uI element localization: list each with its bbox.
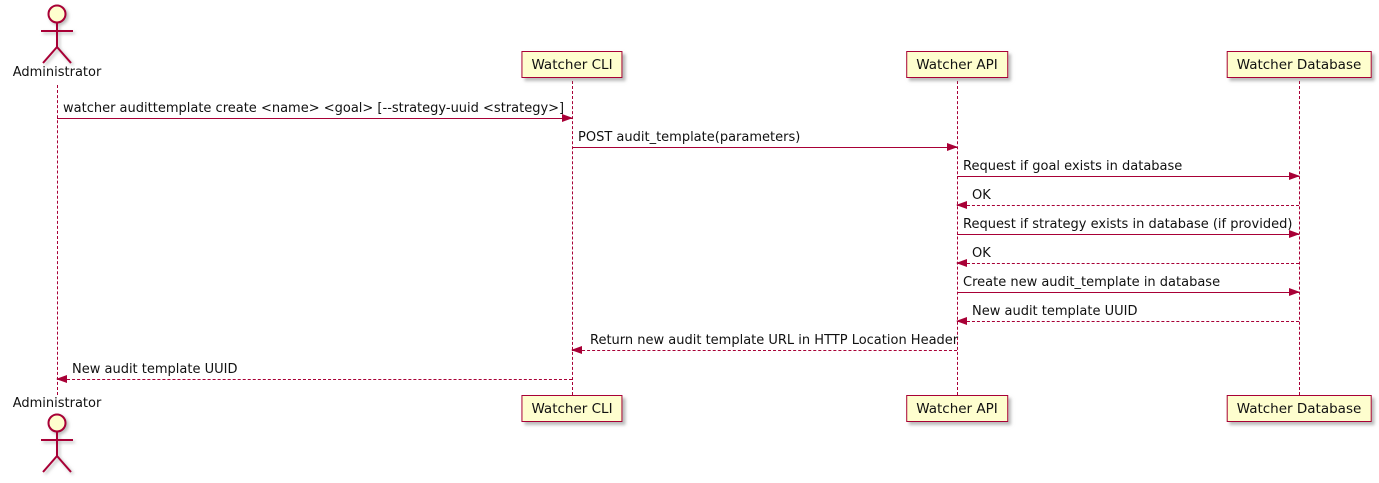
message-arrow: [956, 316, 1299, 325]
message-arrow: [56, 374, 572, 383]
message-ok-strategy: OK: [956, 246, 1299, 267]
lifeline-watcher-api: [957, 81, 958, 395]
message-arrow: [57, 113, 573, 122]
message-label: POST audit_template(parameters): [578, 130, 801, 145]
message-label: Return new audit template URL in HTTP Lo…: [590, 333, 959, 348]
participant-watcher-cli-bottom: Watcher CLI: [521, 395, 623, 422]
arrowhead-right-icon: [1289, 229, 1300, 238]
message-arrow: [957, 229, 1300, 238]
message-arrow: [956, 258, 1299, 267]
message-ok-goal: OK: [956, 188, 1299, 209]
participant-watcher-cli-top: Watcher CLI: [521, 51, 623, 78]
message-new-uuid-db: New audit template UUID: [956, 304, 1299, 325]
arrowhead-left-icon: [956, 200, 967, 209]
message-label: New audit template UUID: [72, 362, 238, 377]
actor-icon: [41, 413, 73, 473]
arrowhead-right-icon: [562, 113, 573, 122]
arrowhead-left-icon: [56, 374, 67, 383]
message-label: OK: [972, 246, 991, 261]
message-create-audittemplate: watcher audittemplate create <name> <goa…: [57, 101, 573, 122]
arrowhead-right-icon: [1289, 171, 1300, 180]
arrowhead-left-icon: [571, 345, 582, 354]
participant-watcher-database-top: Watcher Database: [1226, 51, 1372, 78]
message-new-uuid-admin: New audit template UUID: [56, 362, 572, 383]
message-label: Create new audit_template in database: [963, 275, 1221, 290]
arrowhead-right-icon: [947, 142, 958, 151]
message-arrow: [957, 171, 1300, 180]
message-label: New audit template UUID: [972, 304, 1138, 319]
message-request-goal-exists: Request if goal exists in database: [957, 159, 1300, 180]
participant-watcher-api-top: Watcher API: [906, 51, 1008, 78]
actor-label: Administrator: [12, 396, 102, 411]
participant-watcher-api-bottom: Watcher API: [906, 395, 1008, 422]
message-arrow: [572, 142, 958, 151]
lifeline-watcher-cli: [572, 81, 573, 395]
message-label: watcher audittemplate create <name> <goa…: [63, 101, 565, 116]
message-return-url: Return new audit template URL in HTTP Lo…: [571, 333, 959, 354]
actor-administrator-top: Administrator: [0, 3, 114, 81]
message-arrow: [957, 287, 1300, 296]
actor-label: Administrator: [12, 65, 102, 80]
message-create-in-database: Create new audit_template in database: [957, 275, 1300, 296]
message-arrow: [956, 200, 1299, 209]
message-label: Request if goal exists in database: [963, 159, 1183, 174]
message-label: Request if strategy exists in database (…: [963, 217, 1293, 232]
arrowhead-right-icon: [1289, 287, 1300, 296]
arrowhead-left-icon: [956, 316, 967, 325]
message-arrow: [571, 345, 957, 354]
message-post-audit-template: POST audit_template(parameters): [572, 130, 958, 151]
actor-administrator-bottom: Administrator: [0, 396, 114, 476]
message-request-strategy-exists: Request if strategy exists in database (…: [957, 217, 1300, 238]
lifeline-watcher-database: [1299, 81, 1300, 395]
lifeline-administrator: [57, 85, 58, 395]
participant-watcher-database-bottom: Watcher Database: [1226, 395, 1372, 422]
actor-icon: [41, 4, 73, 64]
arrowhead-left-icon: [956, 258, 967, 267]
message-label: OK: [972, 188, 991, 203]
